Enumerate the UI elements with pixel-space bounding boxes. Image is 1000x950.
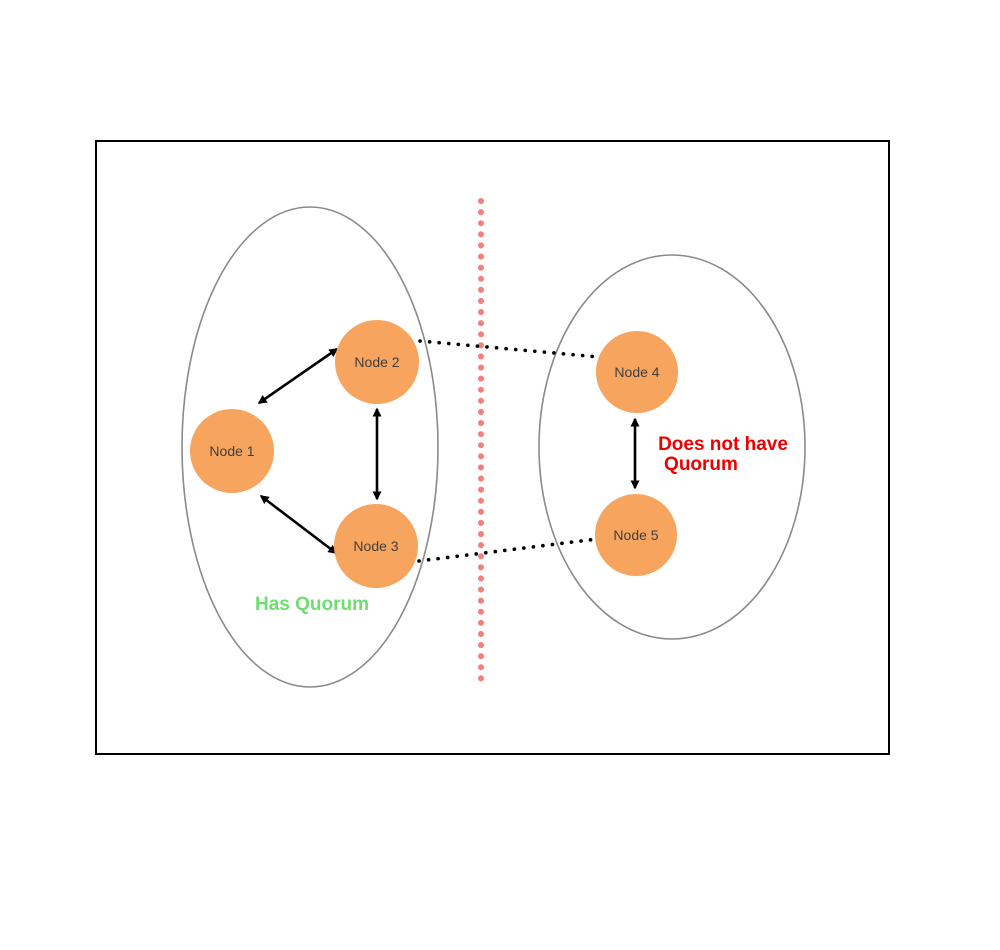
arrow-node1-node3 (259, 494, 338, 555)
arrow-node1-node2 (257, 347, 339, 405)
broken-link-node2-node4 (418, 339, 601, 359)
no-quorum-label-line1: Does not have (658, 434, 788, 455)
node-4: Node 4 (596, 331, 678, 413)
node-5: Node 5 (595, 494, 677, 576)
node-3-circle (334, 504, 418, 588)
node-1: Node 1 (190, 409, 274, 493)
node-2-label: Node 2 (354, 354, 399, 370)
no-quorum-group-outline (538, 254, 806, 640)
broken-link-node3-node5 (417, 537, 599, 563)
node-4-circle (596, 331, 678, 413)
node-1-circle (190, 409, 274, 493)
node-2: Node 2 (335, 320, 419, 404)
no-quorum-label-line2: Quorum (664, 454, 738, 475)
node-3-label: Node 3 (353, 538, 398, 554)
quorum-group-outline (181, 206, 439, 688)
has-quorum-label: Has Quorum (255, 594, 369, 615)
node-5-circle (595, 494, 677, 576)
node-3: Node 3 (334, 504, 418, 588)
node-1-label: Node 1 (209, 443, 254, 459)
node-2-circle (335, 320, 419, 404)
node-4-label: Node 4 (614, 364, 659, 380)
node-5-label: Node 5 (613, 527, 658, 543)
